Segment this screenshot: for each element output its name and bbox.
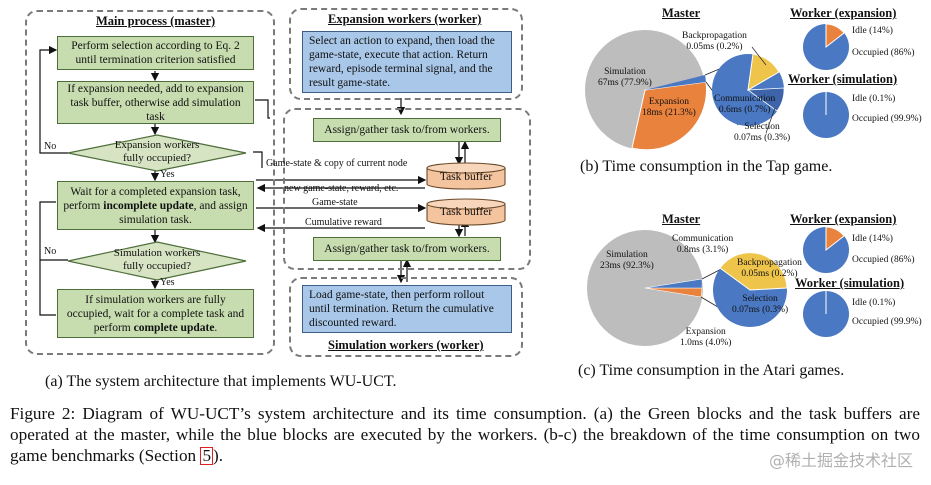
expansion-worker-panel [289,8,523,100]
decision-simulation-diamond [67,241,247,281]
master-title: Main process (master) [96,14,216,28]
edge-new-state: new game-state, reward, etc. [284,183,399,194]
tap-worker-exp-idle-label: Idle (14%) [852,26,893,36]
task-buffer-2: Task buffer [439,206,493,218]
atari-pie-svg [587,226,849,346]
caption-b: (b) Time consumption in the Tap game. [580,158,833,175]
atari-worker-exp-idle [825,226,845,252]
tap-master-title: Master [662,6,701,20]
figure-caption: Figure 2: Diagram of WU-UCT’s system arc… [10,403,920,466]
no-label-2: No [44,246,57,257]
tap-detail-pie [712,53,785,126]
atari-slice-backpropagation [719,252,788,291]
tap-worker-exp-occupied-label: Occupied (86%) [852,48,915,58]
tap-slice-selection [746,87,785,112]
expansion-buffer-block: If expansion needed, add to expansion ta… [57,81,254,124]
atari-worker-simulation-pie [803,291,849,337]
decision-expansion-line2: fully occupied? [122,152,192,164]
atari-master-title: Master [662,212,701,226]
section-reference-link[interactable]: 5 [200,446,214,465]
wait-exp-pre: Wait for a completed expansion task, per… [63,185,241,212]
atari-detail-pie [713,252,788,327]
watermark: @稀土掘金技术社区 [768,451,913,470]
decision-simulation-line1: Simulation workers [113,247,201,259]
decision-expansion-text: Expansion workers fully occupied? [105,139,209,165]
master-panel [25,10,275,355]
atari-worker-expansion-pie [803,226,849,273]
atari-slice-communication [644,278,703,289]
expansion-worker-block: Select an action to expand, then load th… [302,31,512,93]
wait-expansion-block: Wait for a completed expansion task, per… [57,181,254,230]
figure-caption-end: ). [213,446,224,465]
simulation-worker-block: Load game-state, then perform rollout un… [302,285,512,333]
atari-worker-sim-title: Worker (simulation) [795,276,905,290]
decision-expansion-line1: Expansion workers [114,139,200,151]
yes-label-2: Yes [160,277,175,288]
wait-sim-pre: If simulation workers are fully occupied… [66,293,245,334]
decision-expansion-diamond [67,134,247,172]
wait-sim-bold: complete update [133,321,215,334]
edge-gamestate: Game-state [312,197,358,208]
tap-worker-simulation-pie [803,92,849,138]
tap-worker-sim-idle-label: Idle (0.1%) [852,94,896,104]
caption-c: (c) Time consumption in the Atari games. [578,362,845,379]
no-label-1: No [44,141,57,152]
decision-simulation-line2: fully occupied? [122,260,192,272]
tap-worker-sim-title: Worker (simulation) [788,72,898,86]
expansion-worker-title: Expansion workers (worker) [328,12,482,26]
simulation-worker-panel [289,277,523,357]
wait-exp-post: , and assign simulation task. [119,199,248,226]
tap-slice-expansion [631,81,707,151]
task-buffer-2-shape [426,198,506,226]
task-buffer-1-shape [426,162,506,190]
simulation-worker-title: Simulation workers (worker) [328,338,484,352]
edge-cumulative: Cumulative reward [305,217,382,228]
figure-caption-text: Figure 2: Diagram of WU-UCT’s system arc… [10,404,920,465]
atari-worker-sim-idle-label: Idle (0.1%) [852,298,896,308]
atari-worker-sim-occupied-label: Occupied (99.9%) [852,317,922,327]
yes-label-1: Yes [160,169,175,180]
tap-worker-sim-occupied-label: Occupied (99.9%) [852,114,922,124]
atari-main-pie [587,230,703,346]
caption-a: (a) The system architecture that impleme… [45,373,397,390]
tap-slice-backpropagation [747,53,780,91]
assign-gather-block-1: Assign/gather task to/from workers. [313,118,501,142]
tap-worker-exp-idle [825,23,845,49]
task-buffer-1: Task buffer [439,171,493,183]
tap-pie-svg [585,23,849,151]
wait-sim-post: . [214,321,218,334]
edge-gamestate-copy: Game-state & copy of current node [266,158,408,169]
tap-slice-other [645,75,706,90]
wait-exp-bold: incomplete update [103,199,194,212]
tap-worker-expansion-pie [803,23,849,70]
wait-simulation-block: If simulation workers are fully occupied… [57,289,254,338]
task-buffer-panel [283,108,531,270]
atari-worker-exp-occupied-label: Occupied (86%) [852,255,915,265]
atari-worker-exp-title: Worker (expansion) [790,212,897,226]
atari-worker-exp-idle-label: Idle (14%) [852,234,893,244]
decision-simulation-text: Simulation workers fully occupied? [105,247,209,273]
tap-worker-exp-title: Worker (expansion) [790,6,897,20]
tap-main-pie [585,30,707,151]
assign-gather-block-2: Assign/gather task to/from workers. [313,237,501,261]
selection-block: Perform selection according to Eq. 2 unt… [57,36,254,70]
